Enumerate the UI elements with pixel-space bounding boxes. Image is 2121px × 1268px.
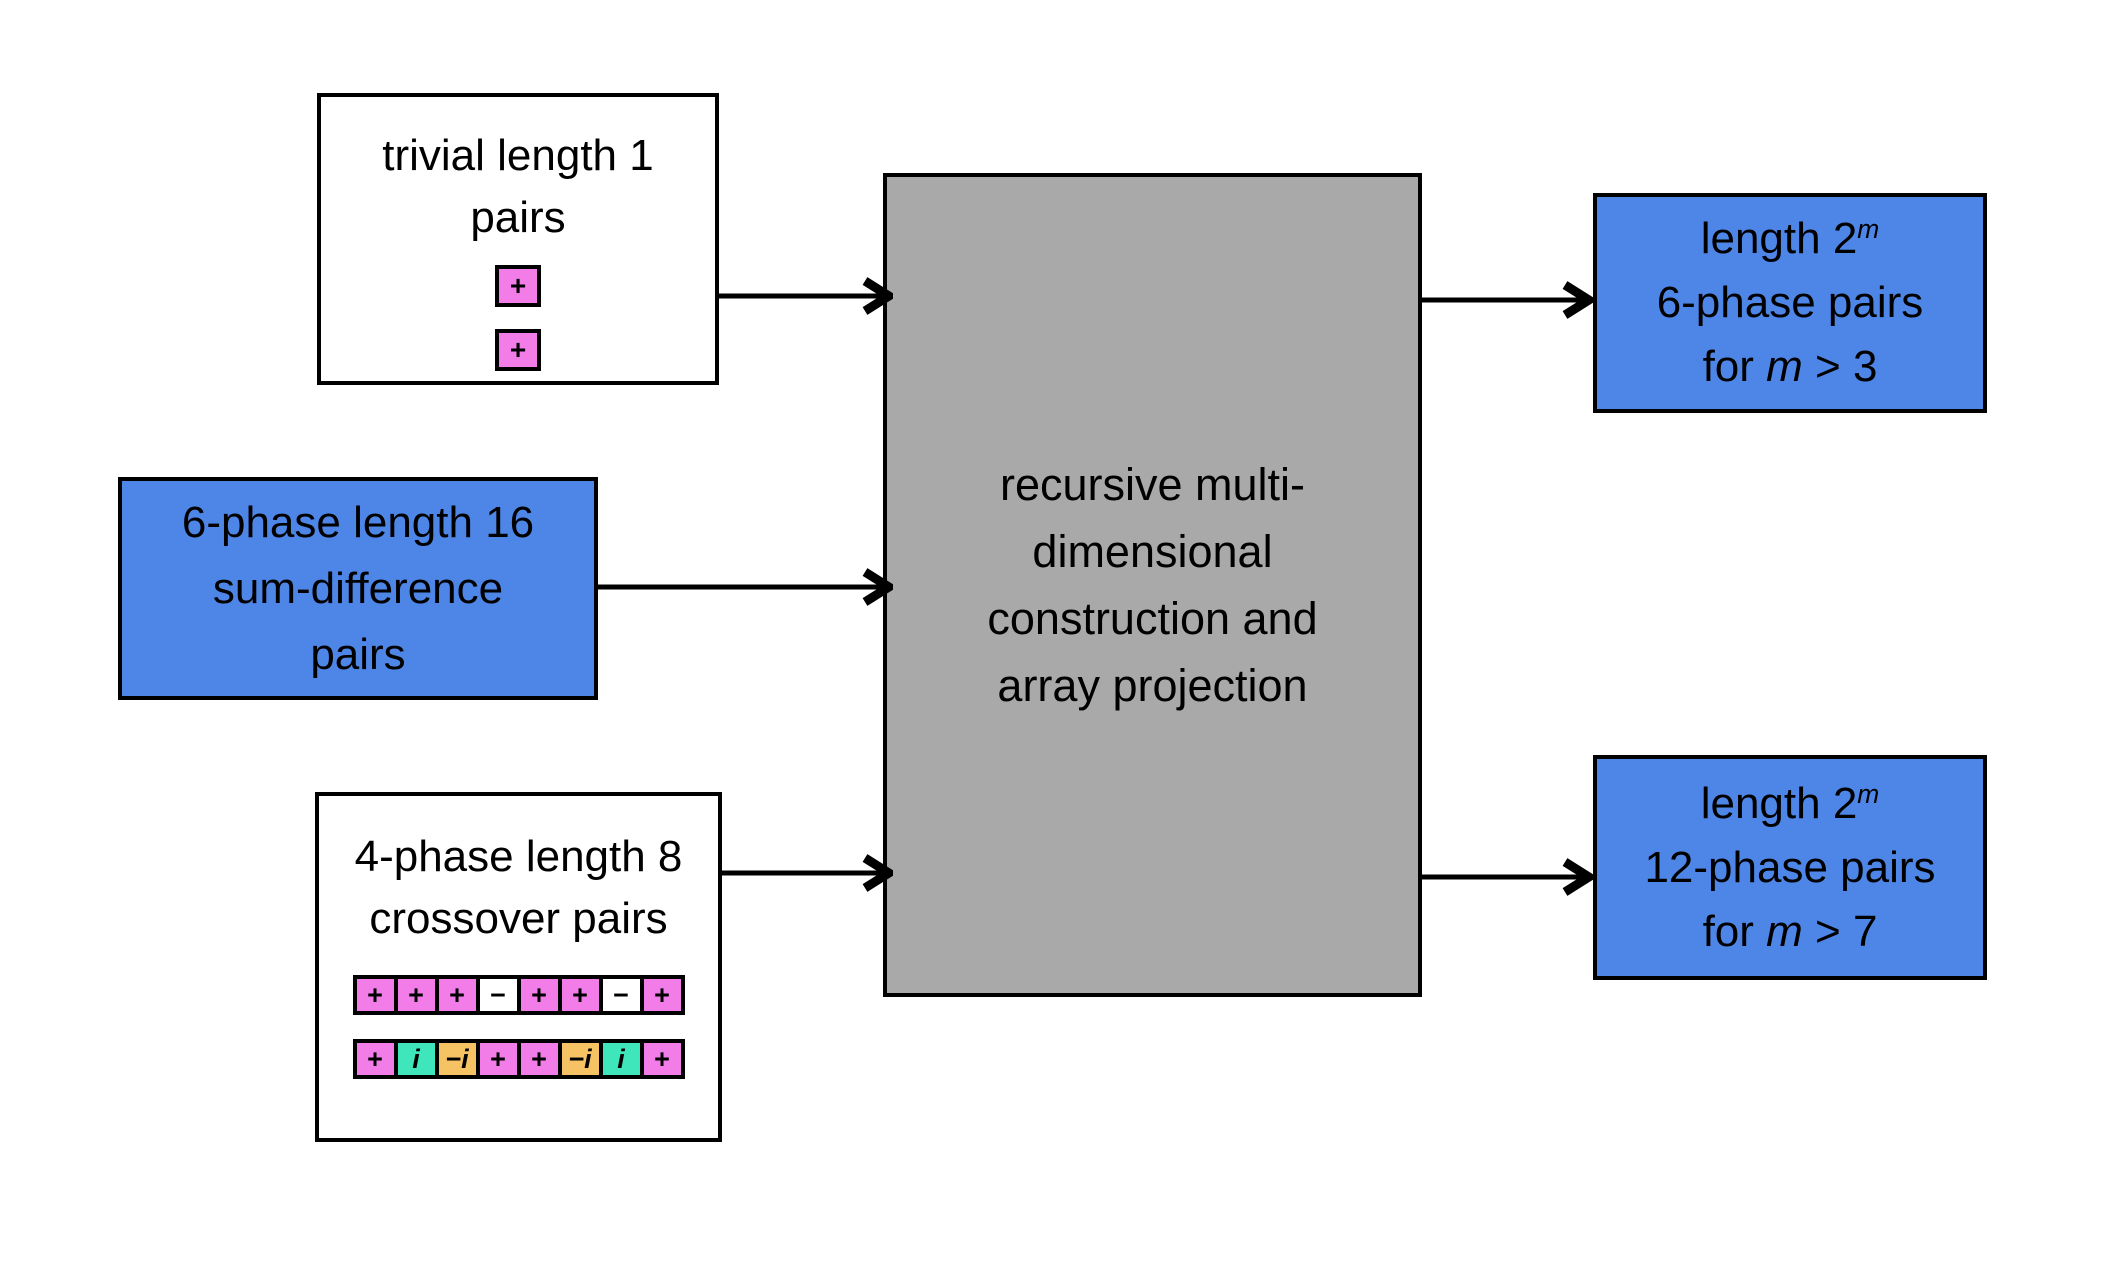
output-12phase-line2: 12-phase pairs — [1644, 842, 1936, 892]
sequence-cell: + — [352, 1039, 398, 1079]
sequence-cell: + — [393, 975, 439, 1015]
plus-cell: + — [495, 265, 541, 307]
sequence-cell: + — [557, 975, 603, 1015]
exponent-m: m — [1857, 778, 1880, 809]
plus-cell: + — [495, 329, 541, 371]
sequence-cell: + — [639, 975, 685, 1015]
trivial-pairs-box: trivial length 1 pairs + + — [317, 93, 719, 385]
crossover-sequence-row1: + + + − + + − + — [319, 975, 718, 1015]
construction-line2: dimensional — [1032, 526, 1273, 577]
sequence-cell: + — [639, 1039, 685, 1079]
output-12phase-line1: length 2m — [1700, 778, 1880, 828]
sum-difference-box: 6-phase length 16 sum-difference pairs — [118, 477, 598, 700]
arrow-crossover-to-construction — [722, 854, 893, 892]
sequence-cell: − — [598, 975, 644, 1015]
variable-m: m — [1766, 906, 1803, 956]
sequence-cell: + — [475, 1039, 521, 1079]
sum-difference-line3: pairs — [310, 629, 406, 679]
sum-difference-line1: 6-phase length 16 — [181, 497, 535, 547]
arrow-construction-to-6phase — [1422, 281, 1593, 319]
exponent-m: m — [1857, 214, 1880, 245]
output-6phase-line2: 6-phase pairs — [1656, 278, 1924, 327]
crossover-line1: 4-phase length 8 — [354, 832, 683, 881]
variable-m: m — [1766, 342, 1803, 391]
sequence-cell: + — [434, 975, 480, 1015]
construction-line1: recursive multi- — [999, 459, 1306, 510]
construction-box: recursive multi- dimensional constructio… — [883, 173, 1422, 997]
sequence-cell: −i — [557, 1039, 603, 1079]
sequence-cell: i — [598, 1039, 644, 1079]
sequence-cell: −i — [434, 1039, 480, 1079]
sequence-cell: + — [516, 1039, 562, 1079]
output-12phase-box: length 2m 12-phase pairs for m > 7 — [1593, 755, 1987, 980]
sequence-cell: + — [516, 975, 562, 1015]
trivial-pairs-line2: pairs — [470, 193, 566, 242]
output-12phase-line3: for m > 7 — [1702, 906, 1878, 956]
sequence-cell: i — [393, 1039, 439, 1079]
construction-line4: array projection — [997, 660, 1308, 711]
trivial-pairs-line1: trivial length 1 — [382, 131, 654, 180]
crossover-sequence-row2: + i −i + + −i i + — [319, 1039, 718, 1079]
sum-difference-line2: sum-difference — [212, 563, 504, 613]
crossover-pairs-box: 4-phase length 8 crossover pairs + + + −… — [315, 792, 722, 1142]
output-6phase-line3: for m > 3 — [1702, 342, 1878, 391]
arrow-sumdiff-to-construction — [598, 568, 893, 606]
arrow-construction-to-12phase — [1422, 858, 1593, 896]
arrow-trivial-to-construction — [718, 277, 893, 315]
crossover-line2: crossover pairs — [369, 894, 668, 943]
construction-line3: construction and — [987, 593, 1318, 644]
output-6phase-box: length 2m 6-phase pairs for m > 3 — [1593, 193, 1987, 413]
sequence-cell: + — [352, 975, 398, 1015]
sequence-cell: − — [475, 975, 521, 1015]
output-6phase-line1: length 2m — [1700, 214, 1880, 263]
